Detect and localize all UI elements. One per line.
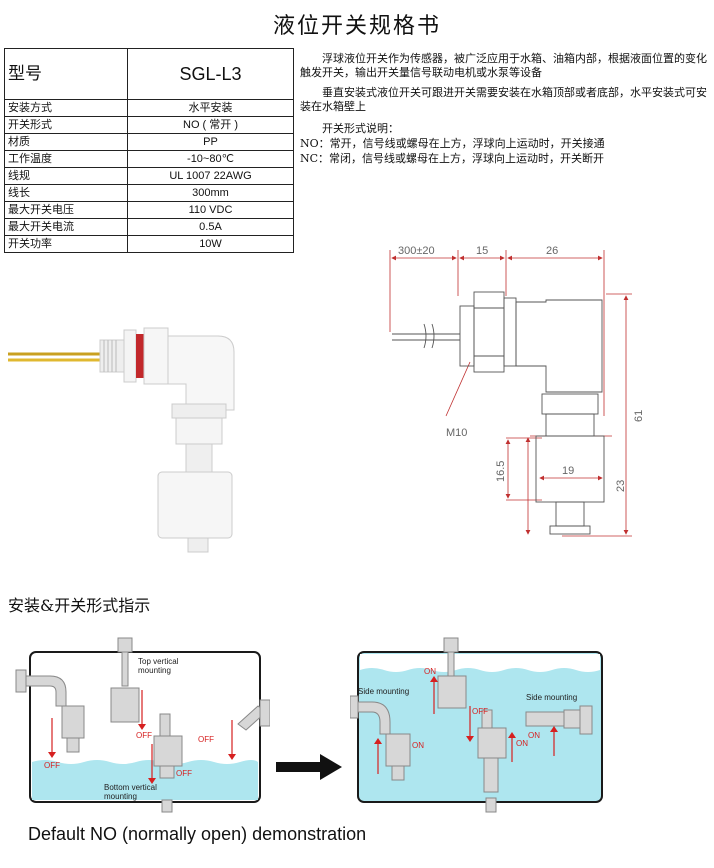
page-title: 液位开关规格书 — [272, 14, 441, 39]
spec-key: 最大开关电压 — [4, 201, 128, 219]
spec-row-model: 型号 SGL-L3 — [4, 48, 294, 100]
right-on-3: ON — [516, 739, 528, 748]
dim-body: 26 — [546, 245, 558, 257]
spec-row: 安装方式水平安装 — [4, 99, 294, 117]
right-on-4: ON — [528, 731, 540, 740]
spec-value: NO ( 常开 ) — [127, 116, 294, 134]
description-no: NO：常开，信号线或螺母在上方，浮球向上运动时，开关接通 — [300, 137, 605, 150]
spec-key: 安装方式 — [4, 99, 128, 117]
spec-value: PP — [127, 133, 294, 151]
dim-lower: 23 — [615, 480, 627, 492]
dim-cable: 300±20 — [398, 245, 435, 257]
spec-row: 工作温度-10~80℃ — [4, 150, 294, 168]
spec-key: 最大开关电流 — [4, 218, 128, 236]
label-side-mounting-right: Side mounting — [526, 693, 577, 702]
description-p3: 开关形式说明： — [322, 122, 399, 135]
dim-total: 61 — [633, 410, 645, 422]
right-off: OFF — [472, 707, 488, 716]
spec-value: 0.5A — [127, 218, 294, 236]
right-on-1: ON — [412, 741, 424, 750]
spec-key: 工作温度 — [4, 150, 128, 168]
dim-thread: M10 — [446, 427, 467, 439]
label-side-mounting-left: Side mounting — [358, 687, 409, 696]
footer-caption: Default NO (normally open) demonstration — [28, 824, 367, 844]
section-title: 安装&开关形式指示 — [8, 596, 151, 615]
diagram-with-water: ON ON ON ON OFF Side mounting Side mount… — [350, 637, 603, 813]
spec-value: 300mm — [127, 184, 294, 202]
description-p2: 垂直安装式液位开关可跟进开关需要安装在水箱顶部或者底部，水平安装式可安装在水箱壁… — [300, 86, 707, 113]
product-photo — [8, 327, 235, 553]
spec-value: 水平安装 — [127, 99, 294, 117]
spec-value: -10~80℃ — [127, 150, 294, 168]
description-p1: 浮球液位开关作为传感器，被广泛应用于水箱、油箱内部，根据液面位置的变化触发开关，… — [300, 52, 707, 79]
spec-value: 10W — [127, 235, 294, 253]
dim-nut: 15 — [476, 245, 488, 257]
spec-model-value: SGL-L3 — [127, 48, 294, 100]
spec-key: 线长 — [4, 184, 128, 202]
spec-value: UL 1007 22AWG — [127, 167, 294, 185]
left-off-2: OFF — [136, 731, 152, 740]
dim-float-h: 16.5 — [495, 461, 507, 482]
technical-drawing: 300±20 15 26 M10 19 16.5 23 61 — [389, 245, 645, 537]
spec-key: 线规 — [4, 167, 128, 185]
right-on-2: ON — [424, 667, 436, 676]
spec-value: 110 VDC — [127, 201, 294, 219]
spec-model-label: 型号 — [4, 48, 128, 100]
left-off-1: OFF — [44, 761, 60, 770]
spec-key: 材质 — [4, 133, 128, 151]
left-off-3: OFF — [176, 769, 192, 778]
left-off-4: OFF — [198, 735, 214, 744]
description-nc: NC：常闭，信号线或螺母在上方，浮球向上运动时，开关断开 — [300, 152, 605, 165]
spec-key: 开关形式 — [4, 116, 128, 134]
spec-key: 开关功率 — [4, 235, 128, 253]
dim-float-w: 19 — [562, 465, 574, 477]
transition-arrow-icon — [276, 754, 342, 780]
